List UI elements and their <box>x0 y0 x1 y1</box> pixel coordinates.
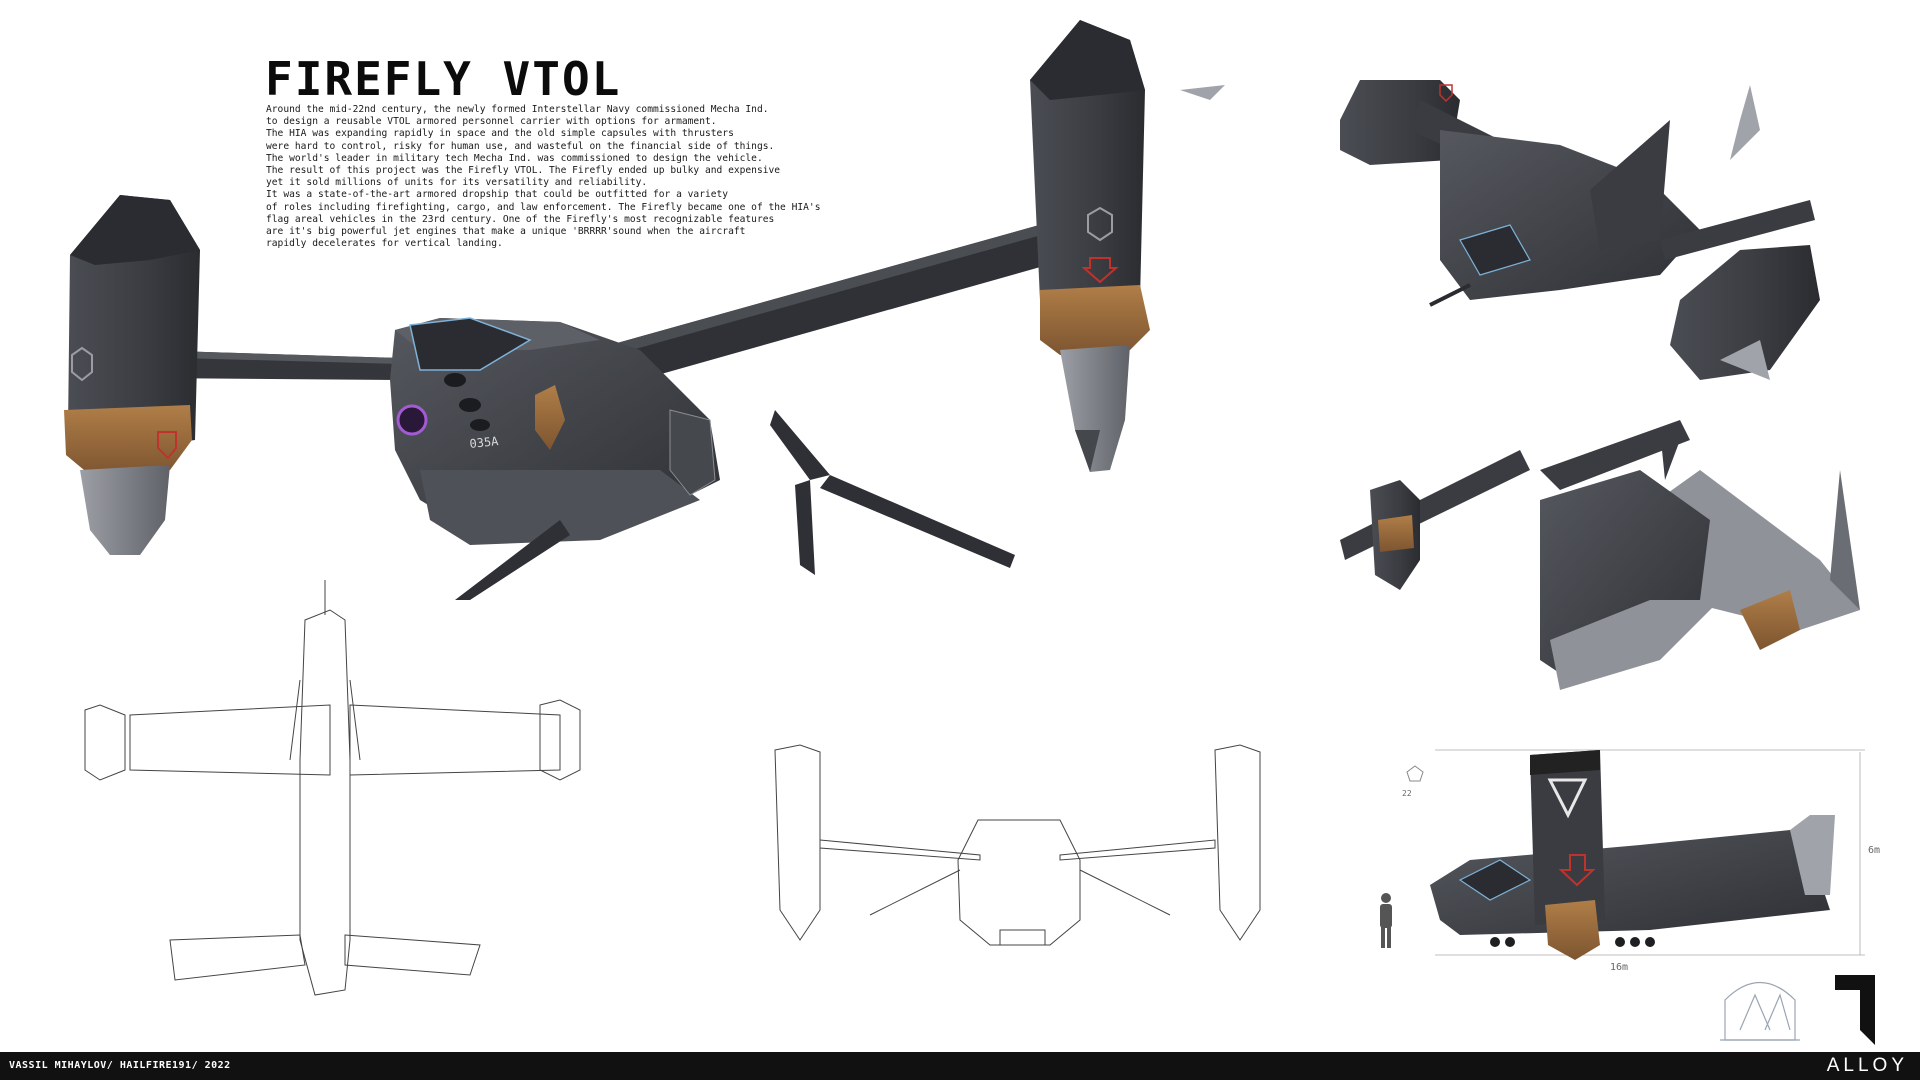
hero-view: 035A <box>64 20 1225 600</box>
page-title: FIREFLY VTOL <box>265 52 622 106</box>
description-line: to design a reusable VTOL armored person… <box>266 116 717 128</box>
description-line: The result of this project was the Firef… <box>266 165 781 177</box>
warning-arrow-icon <box>157 431 177 460</box>
description-line: Around the mid-22nd century, the newly f… <box>266 104 769 115</box>
scale-note: 22 <box>1402 789 1412 798</box>
front-view-lineart <box>774 744 1261 946</box>
cockpit-canopy <box>409 317 532 371</box>
description-line: flag areal vehicles in the 23rd century.… <box>266 213 775 225</box>
description-line: rapidly decelerates for vertical landing… <box>266 238 503 250</box>
hexagon-icon <box>71 346 93 382</box>
perspective-view-bottom <box>1340 420 1860 690</box>
cockpit-canopy <box>1459 224 1531 276</box>
description-line: The world's leader in military tech Mech… <box>266 152 763 164</box>
mecha-ind-emblem <box>1720 981 1800 1041</box>
length-dimension: 16m <box>1610 962 1628 973</box>
description-line: of roles including firefighting, cargo, … <box>266 201 821 213</box>
description-line: yet it sold millions of units for its ve… <box>266 177 648 189</box>
artist-credit: VASSIL MIHAYLOV/ HAILFIRE191/ 2022 <box>9 1060 231 1071</box>
hull-marking: 035A <box>469 434 500 451</box>
side-view: 6m 16m 22 <box>1380 749 1880 973</box>
warning-arrow-icon <box>1439 84 1453 103</box>
alloy-logo-mark <box>1835 975 1875 1045</box>
human-scale-figure <box>1380 893 1392 948</box>
perspective-view-top <box>1340 80 1820 380</box>
sensor-lens <box>396 404 428 436</box>
description-line: are it's big powerful jet engines that m… <box>266 226 746 238</box>
description-line: It was a state-of-the-art armored dropsh… <box>266 189 729 201</box>
pentagon-scale-icon <box>1406 765 1424 782</box>
left-engine-pod <box>64 195 200 555</box>
cockpit-canopy <box>1458 859 1532 901</box>
ventral-fin <box>455 520 570 600</box>
height-dimension: 6m <box>1868 845 1880 856</box>
warning-arrow-icon <box>1558 854 1596 887</box>
hexagon-icon <box>1087 206 1113 242</box>
footer-bar: VASSIL MIHAYLOV/ HAILFIRE191/ 2022 ALLOY <box>0 1052 1920 1080</box>
fuselage: 035A <box>390 317 720 545</box>
warning-arrow-icon <box>1081 257 1119 284</box>
top-view-lineart <box>84 580 581 996</box>
right-engine-pod <box>1030 20 1225 472</box>
rear-fin <box>770 410 830 480</box>
lore-description: Around the mid-22nd century, the newly f… <box>266 104 906 250</box>
brand-logo-text: ALLOY <box>1826 1055 1908 1076</box>
description-line: The HIA was expanding rapidly in space a… <box>266 128 734 140</box>
description-line: were hard to control, risky for human us… <box>266 140 775 152</box>
